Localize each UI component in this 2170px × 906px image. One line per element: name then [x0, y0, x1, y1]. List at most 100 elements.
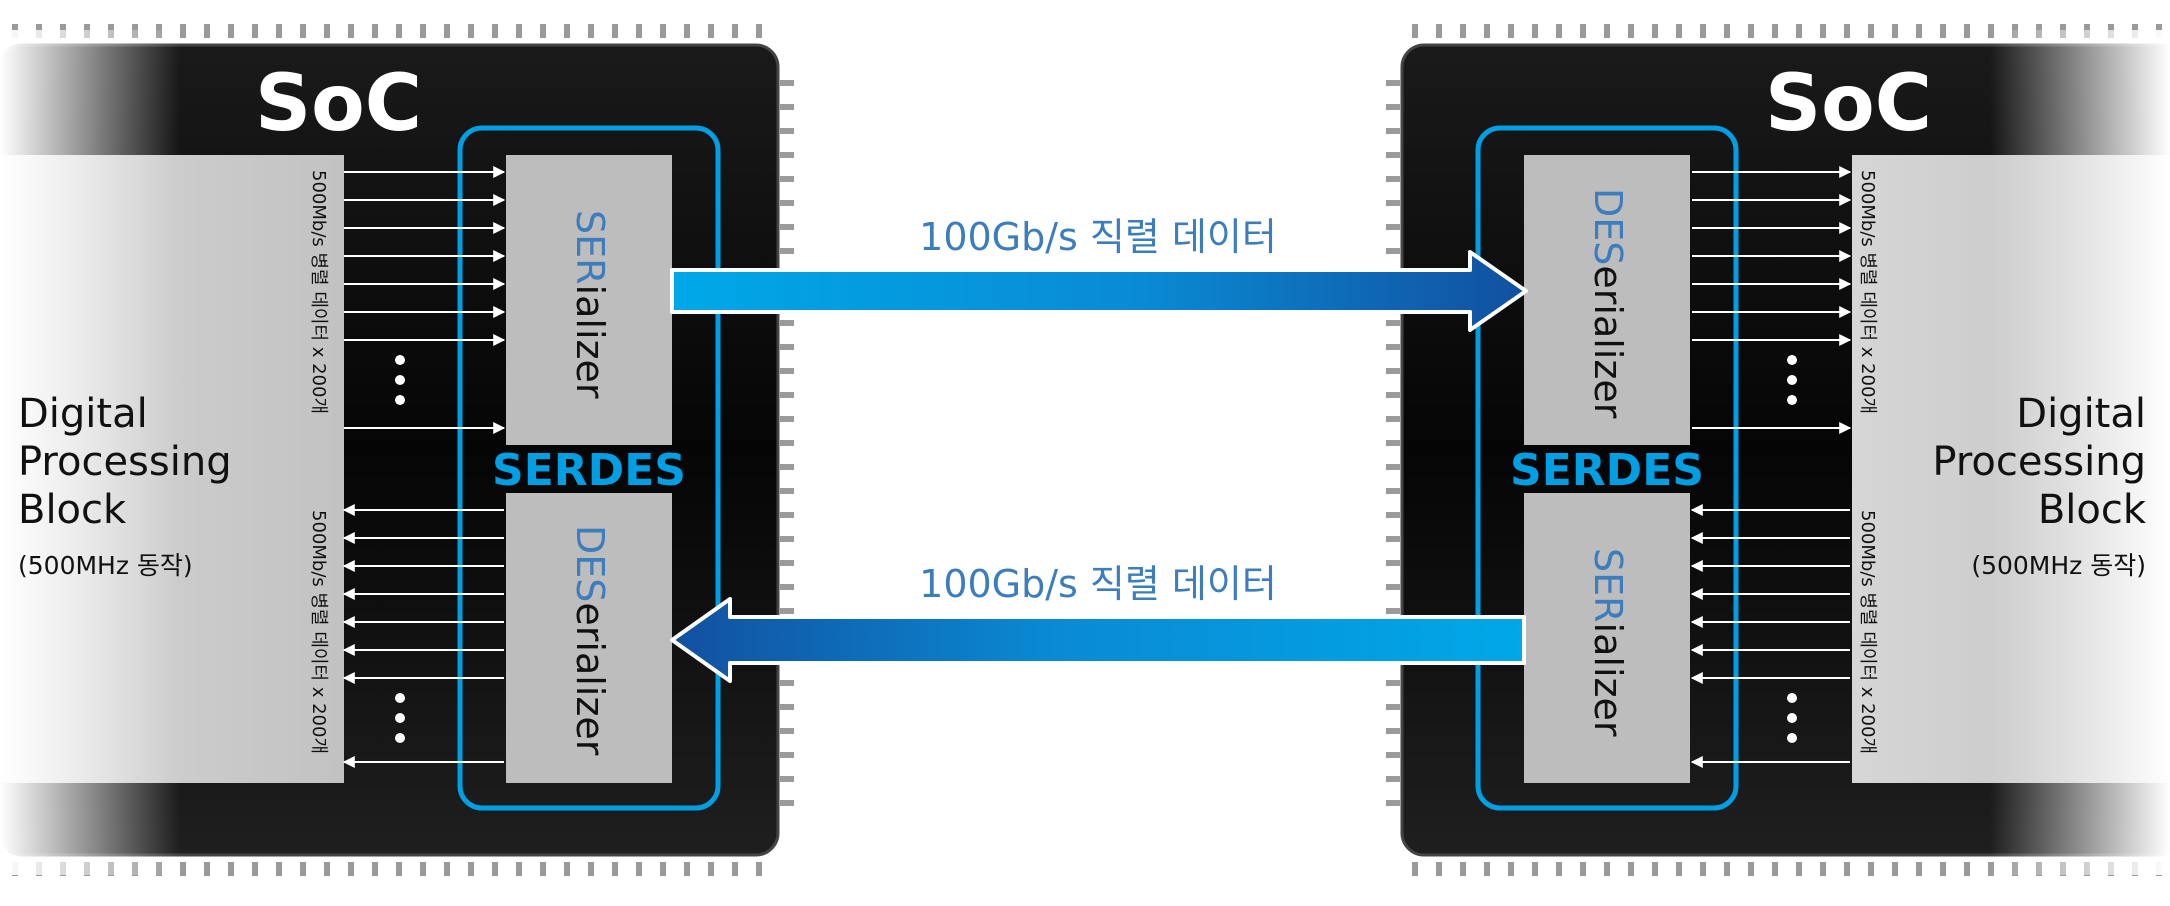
- chip-pin: [1436, 862, 1442, 876]
- chip-pin: [708, 862, 714, 876]
- chip-pin: [1386, 776, 1400, 782]
- chip-pin: [1628, 24, 1634, 38]
- ellipsis-dot: [1787, 713, 1797, 723]
- chip-pin: [588, 862, 594, 876]
- chip-pin: [1386, 200, 1400, 206]
- chip-pin: [780, 536, 794, 542]
- ellipsis-dot: [395, 355, 405, 365]
- chip-pin: [780, 392, 794, 398]
- chip-pin: [180, 862, 186, 876]
- right-parallel-top-label: 500Mb/s 병렬 데이터 x 200개: [1857, 170, 1878, 414]
- chip-pin: [396, 862, 402, 876]
- chip-pin: [1940, 24, 1946, 38]
- chip-pin: [468, 862, 474, 876]
- chip-pin: [1386, 440, 1400, 446]
- chip-pin: [1604, 24, 1610, 38]
- chip-pin: [1386, 176, 1400, 182]
- serial-arrow-right: [670, 250, 1528, 332]
- chip-pin: [780, 584, 794, 590]
- chip-pin: [780, 704, 794, 710]
- right-parallel-bottom-label: 500Mb/s 병렬 데이터 x 200개: [1857, 510, 1878, 754]
- chip-pin: [780, 488, 794, 494]
- right-soc-title: SoC: [1765, 59, 1932, 149]
- chip-pin: [1772, 862, 1778, 876]
- chip-pin: [780, 776, 794, 782]
- chip-pin: [1532, 24, 1538, 38]
- chip-pin: [1964, 862, 1970, 876]
- chip-pin: [780, 728, 794, 734]
- chip-pin: [1748, 862, 1754, 876]
- serial-link-bottom: 100Gb/s 직렬 데이터: [670, 562, 1526, 683]
- serial-link-top: 100Gb/s 직렬 데이터: [670, 215, 1528, 332]
- chip-pin: [780, 200, 794, 206]
- chip-pin: [516, 862, 522, 876]
- chip-pin: [756, 24, 762, 38]
- chip-pin: [1386, 704, 1400, 710]
- chip-pin: [780, 608, 794, 614]
- chip-pin: [660, 862, 666, 876]
- chip-pin: [1386, 800, 1400, 806]
- chip-pin: [1386, 104, 1400, 110]
- chip-pin: [1724, 24, 1730, 38]
- chip-pin: [732, 862, 738, 876]
- chip-pin: [516, 24, 522, 38]
- ellipsis-dot: [395, 693, 405, 703]
- left-serdes-label: SERDES: [492, 445, 686, 496]
- right-block-line-1: Digital: [2016, 391, 2146, 437]
- right-serdes-outline: [1475, 125, 1739, 811]
- chip-pin: [1412, 862, 1418, 876]
- chip-pin: [1460, 862, 1466, 876]
- chip-pin: [300, 24, 306, 38]
- chip-pin: [348, 862, 354, 876]
- chip-pin: [420, 24, 426, 38]
- left-serializer-label: SERializer: [568, 210, 612, 399]
- chip-pin: [780, 800, 794, 806]
- chip-pin: [1386, 584, 1400, 590]
- chip-pin: [1386, 488, 1400, 494]
- ellipsis-dot: [395, 395, 405, 405]
- chip-pin: [372, 24, 378, 38]
- chip-pin: [1844, 24, 1850, 38]
- chip-pin: [564, 862, 570, 876]
- left-block-line-1: Digital: [18, 391, 148, 437]
- left-soc-title: SoC: [255, 59, 422, 149]
- chip-pin: [1916, 24, 1922, 38]
- chip-pin: [1820, 862, 1826, 876]
- chip-pin: [1580, 24, 1586, 38]
- left-serializer-box: [506, 155, 672, 445]
- left-serdes-outline: [457, 125, 721, 811]
- chip-pin: [204, 862, 210, 876]
- chip-pin: [588, 24, 594, 38]
- chip-pin: [1412, 24, 1418, 38]
- chip-pin: [1508, 24, 1514, 38]
- chip-pin: [1386, 392, 1400, 398]
- chip-pin: [1700, 862, 1706, 876]
- chip-pin: [1940, 862, 1946, 876]
- chip-pin: [420, 862, 426, 876]
- chip-pin: [660, 24, 666, 38]
- chip-pin: [324, 24, 330, 38]
- chip-pin: [780, 752, 794, 758]
- chip-pin: [1386, 248, 1400, 254]
- chip-pin: [1386, 80, 1400, 86]
- chip-pin: [780, 344, 794, 350]
- ellipsis-dot: [1787, 395, 1797, 405]
- chip-pin: [636, 24, 642, 38]
- chip-pin: [684, 24, 690, 38]
- chip-pin: [396, 24, 402, 38]
- chip-pin: [1436, 24, 1442, 38]
- chip-pin: [780, 560, 794, 566]
- chip-pin: [1580, 862, 1586, 876]
- chip-pin: [300, 862, 306, 876]
- chip-pin: [780, 80, 794, 86]
- right-parallel-lines: [1690, 166, 1852, 768]
- ellipsis-dot: [395, 375, 405, 385]
- ellipsis-dot: [395, 733, 405, 743]
- ellipsis-dot: [395, 713, 405, 723]
- left-deserializer-box: [506, 493, 672, 783]
- chip-pin: [1796, 862, 1802, 876]
- chip-pin: [1892, 24, 1898, 38]
- chip-pin: [372, 862, 378, 876]
- chip-pin: [780, 248, 794, 254]
- chip-pin: [1676, 24, 1682, 38]
